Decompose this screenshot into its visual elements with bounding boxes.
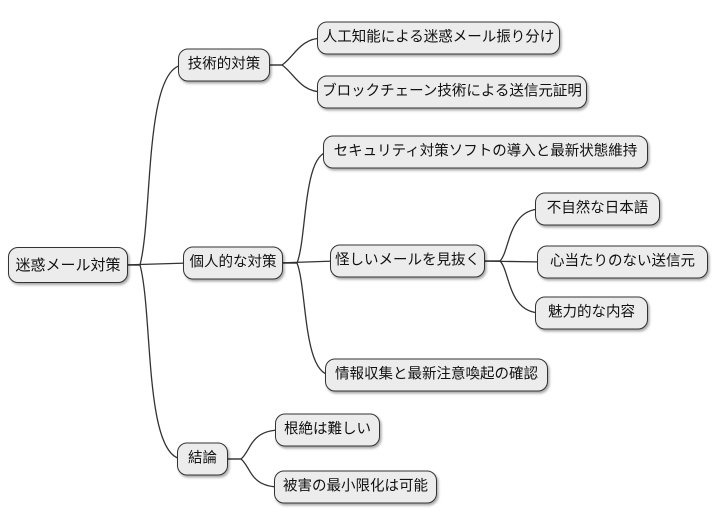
node-conclusion[interactable]: 結論	[177, 442, 228, 476]
node-info-gathering[interactable]: 情報収集と最新注意喚起の確認	[325, 358, 548, 392]
node-unknown-sender[interactable]: 心当たりのない送信元	[537, 245, 708, 279]
node-security-software[interactable]: セキュリティ対策ソフトの導入と最新状態維持	[323, 135, 648, 169]
node-unnatural-japanese[interactable]: 不自然な日本語	[535, 192, 660, 226]
edge-spot-attractive-content	[478, 260, 542, 314]
node-damage-minimization[interactable]: 被害の最小限化は可能	[274, 470, 437, 504]
edge-personal-security-soft	[276, 151, 330, 264]
edge-spot-unnatural-japanese	[478, 208, 542, 262]
edge-conclusion-minimize	[221, 458, 281, 488]
edge-personal-info-gathering	[276, 262, 332, 376]
edge-root-conclusion	[121, 264, 184, 460]
edge-technical-ai-filter	[263, 37, 324, 66]
edge-technical-blockchain	[263, 64, 324, 93]
node-attractive-content[interactable]: 魅力的な内容	[535, 296, 648, 330]
edge-root-technical	[121, 64, 185, 266]
node-technical-measures[interactable]: 技術的対策	[178, 48, 270, 82]
node-personal-measures[interactable]: 個人的な対策	[183, 246, 283, 280]
edge-conclusion-eradication	[221, 429, 282, 460]
node-root[interactable]: 迷惑メール対策	[8, 247, 128, 283]
node-ai-spam-filtering[interactable]: 人工知能による迷惑メール振り分け	[317, 21, 560, 55]
node-blockchain-sender-proof[interactable]: ブロックチェーン技術による送信元証明	[317, 75, 587, 109]
node-spot-suspicious-mail[interactable]: 怪しいメールを見抜く	[330, 244, 485, 278]
node-eradication-difficult[interactable]: 根絶は難しい	[275, 413, 380, 447]
